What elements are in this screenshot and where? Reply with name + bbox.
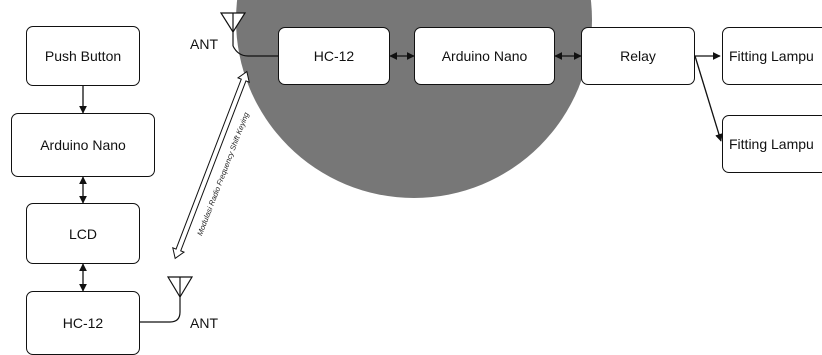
node-hc12-top-label: HC-12 [313,48,355,64]
node-hc12-top: HC-12 [278,27,390,85]
connectors [79,12,723,323]
block-diagram: ANT ANT Modulasi Radio Frequency Shift K… [11,0,822,355]
node-lcd: LCD [26,203,140,264]
node-relay: Relay [581,27,695,85]
antenna-bottom-icon [140,276,194,323]
node-fitting-lampu-1: Fitting Lampu [722,27,822,85]
node-fitting-lampu-2: Fitting Lampu [722,115,822,173]
node-relay-label: Relay [620,48,656,64]
node-arduino-nano-left: Arduino Nano [11,113,155,177]
node-arduino-nano-left-label: Arduino Nano [40,137,126,153]
antenna-label-bottom: ANT [190,315,218,331]
node-hc12-bottom: HC-12 [26,291,140,355]
node-push-button-label: Push Button [44,48,122,64]
antenna-top-icon [219,12,278,57]
node-fitting-lampu-2-label: Fitting Lampu [729,136,814,152]
node-arduino-nano-top: Arduino Nano [414,27,555,85]
wireless-link-arrow [172,70,250,260]
node-hc12-bottom-label: HC-12 [62,315,104,331]
node-arduino-nano-top-label: Arduino Nano [441,48,528,64]
node-lcd-label: LCD [68,225,97,242]
antenna-label-top: ANT [190,36,218,52]
node-push-button: Push Button [26,26,140,86]
arrow-relay-lamp2 [694,55,723,142]
node-fitting-lampu-1-label: Fitting Lampu [729,48,814,64]
